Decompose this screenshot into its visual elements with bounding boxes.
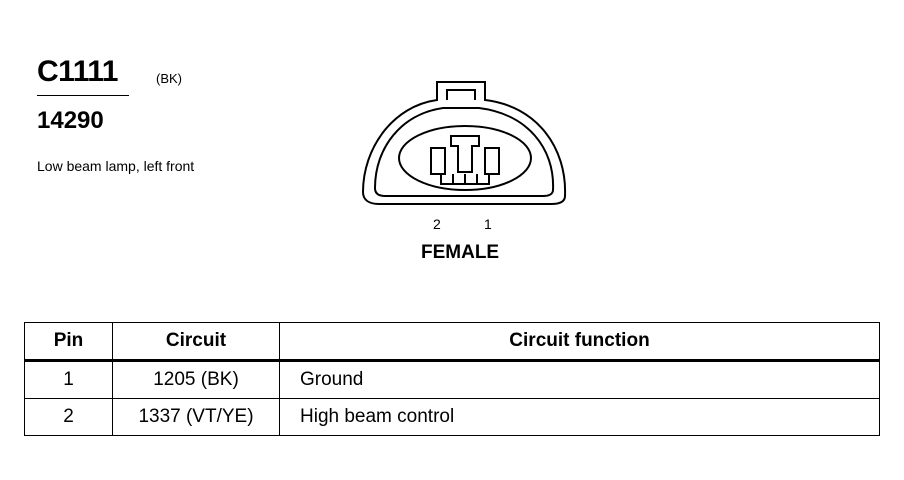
connector-outer-shell [361, 81, 567, 205]
cell-pin: 1 [24, 360, 113, 399]
terminal-slot-2 [430, 147, 446, 175]
cell-circuit: 1205 (BK) [112, 360, 280, 399]
table-row: 1 1205 (BK) Ground [24, 360, 880, 399]
pin-label-2: 2 [433, 216, 441, 232]
connector-description: Low beam lamp, left front [37, 158, 195, 174]
header-circuit-function: Circuit function [279, 322, 880, 362]
header-circuit: Circuit [112, 322, 280, 362]
center-key [450, 135, 480, 173]
latch-tab [446, 89, 476, 100]
connector-face-diagram [361, 81, 567, 205]
pin-label-1: 1 [484, 216, 492, 232]
terminal-slot-1 [484, 147, 500, 175]
cavity-blocks [440, 174, 490, 185]
connector-gender-label: FEMALE [421, 242, 500, 263]
pin-circuit-table: Pin Circuit Circuit function 1 1205 (BK)… [24, 322, 880, 436]
connector-color-code: (BK) [156, 71, 182, 86]
cell-pin: 2 [24, 398, 113, 436]
header-pin: Pin [24, 322, 113, 362]
cell-function: Ground [279, 360, 880, 399]
terminal-insert [398, 125, 532, 191]
connector-id: C1111 [37, 55, 118, 88]
cell-circuit: 1337 (VT/YE) [112, 398, 280, 436]
connector-inner-ring [373, 107, 555, 197]
divider [37, 95, 129, 96]
table-header-row: Pin Circuit Circuit function [24, 322, 880, 362]
part-number: 14290 [37, 107, 104, 134]
cell-function: High beam control [279, 398, 880, 436]
table-row: 2 1337 (VT/YE) High beam control [24, 398, 880, 436]
